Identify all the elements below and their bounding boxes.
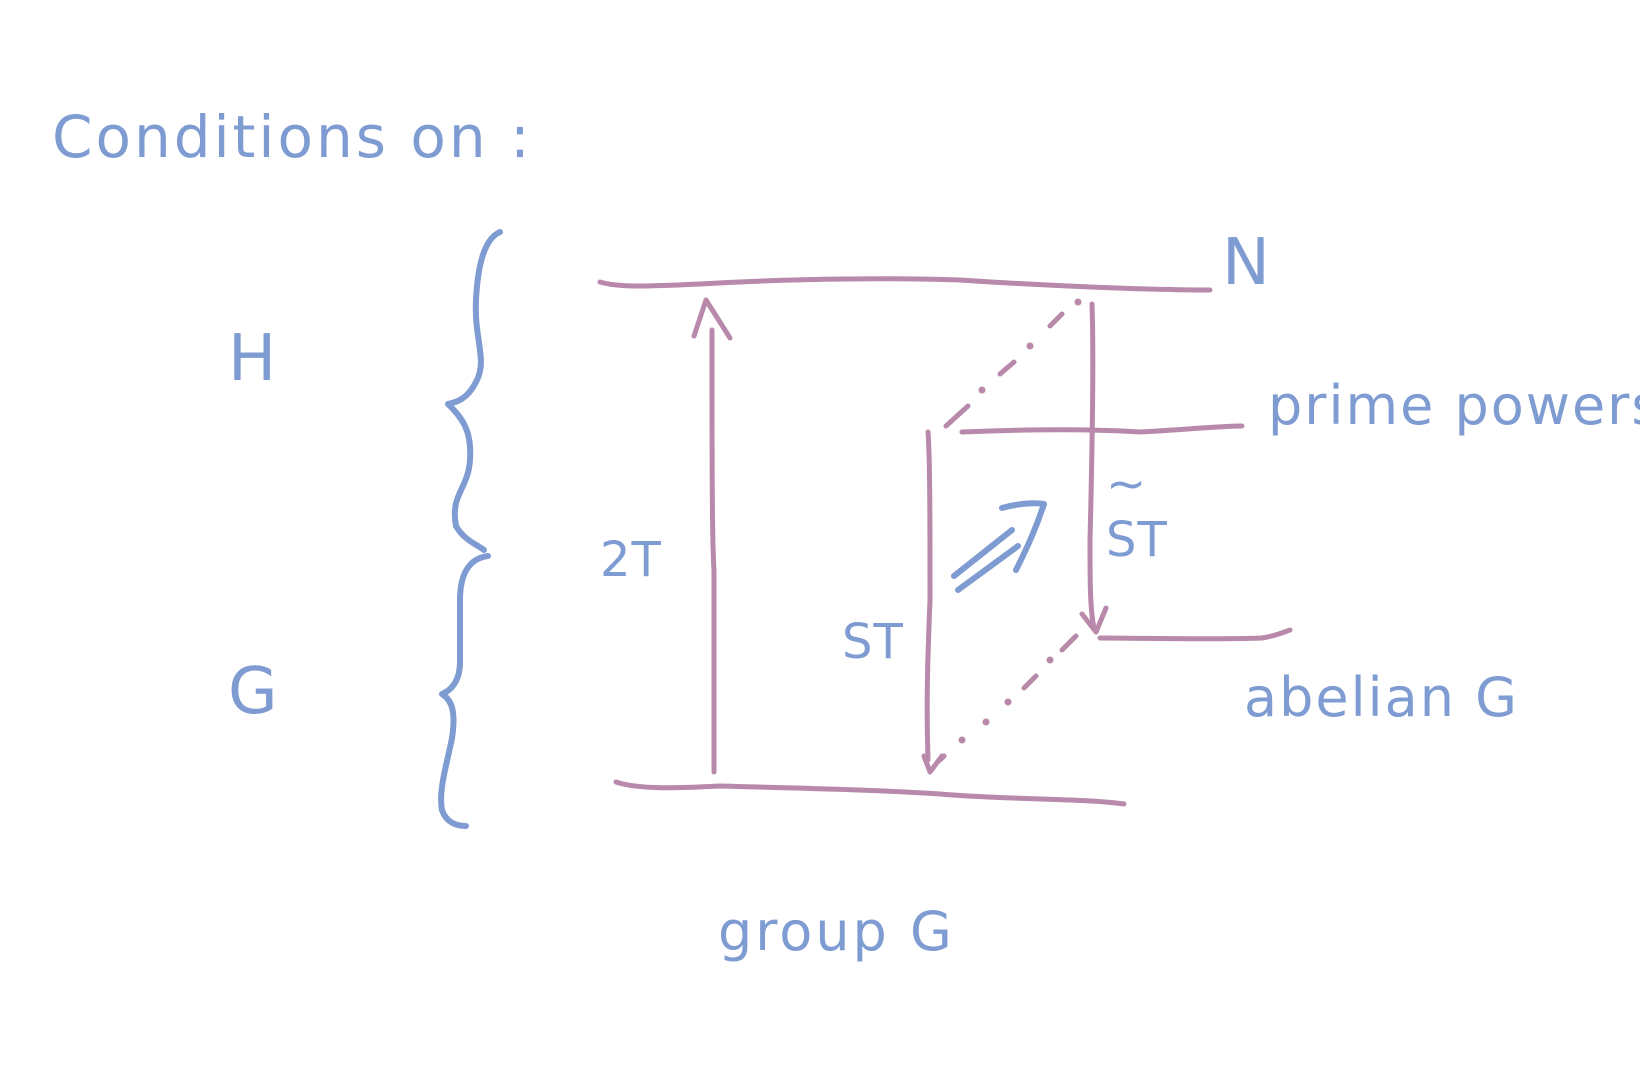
label-abelian-G: abelian G (1244, 666, 1519, 729)
label-group-G: group G (718, 900, 955, 963)
line-abelian (1097, 627, 1293, 642)
arrow-left-head (691, 297, 733, 341)
label-G-left: G (228, 655, 279, 729)
double-arrow-icon (951, 500, 1047, 593)
line-middle (959, 423, 1245, 435)
arrow-left-shaft (709, 327, 717, 775)
arrow-right-shaft (1087, 301, 1097, 631)
label-right-arrow-tilde: ~ (1106, 456, 1147, 512)
label-H: H (228, 322, 277, 396)
label-N: N (1222, 226, 1271, 300)
dotted-diagonal-upper (943, 298, 1082, 429)
brace-upper (445, 229, 503, 553)
label-middle-arrow: ST (842, 614, 904, 670)
dotted-diagonal-lower (937, 633, 1079, 763)
line-top (597, 276, 1213, 293)
arrow-right-head (1079, 605, 1109, 635)
line-bottom (613, 779, 1127, 807)
label-right-arrow: ST (1106, 512, 1168, 568)
label-prime-powers: prime powers (1268, 374, 1640, 437)
brace-lower (438, 553, 491, 829)
label-left-arrow: 2T (600, 532, 662, 588)
diagram-title: Conditions on : (52, 103, 533, 171)
arrow-middle-shaft (924, 429, 933, 763)
